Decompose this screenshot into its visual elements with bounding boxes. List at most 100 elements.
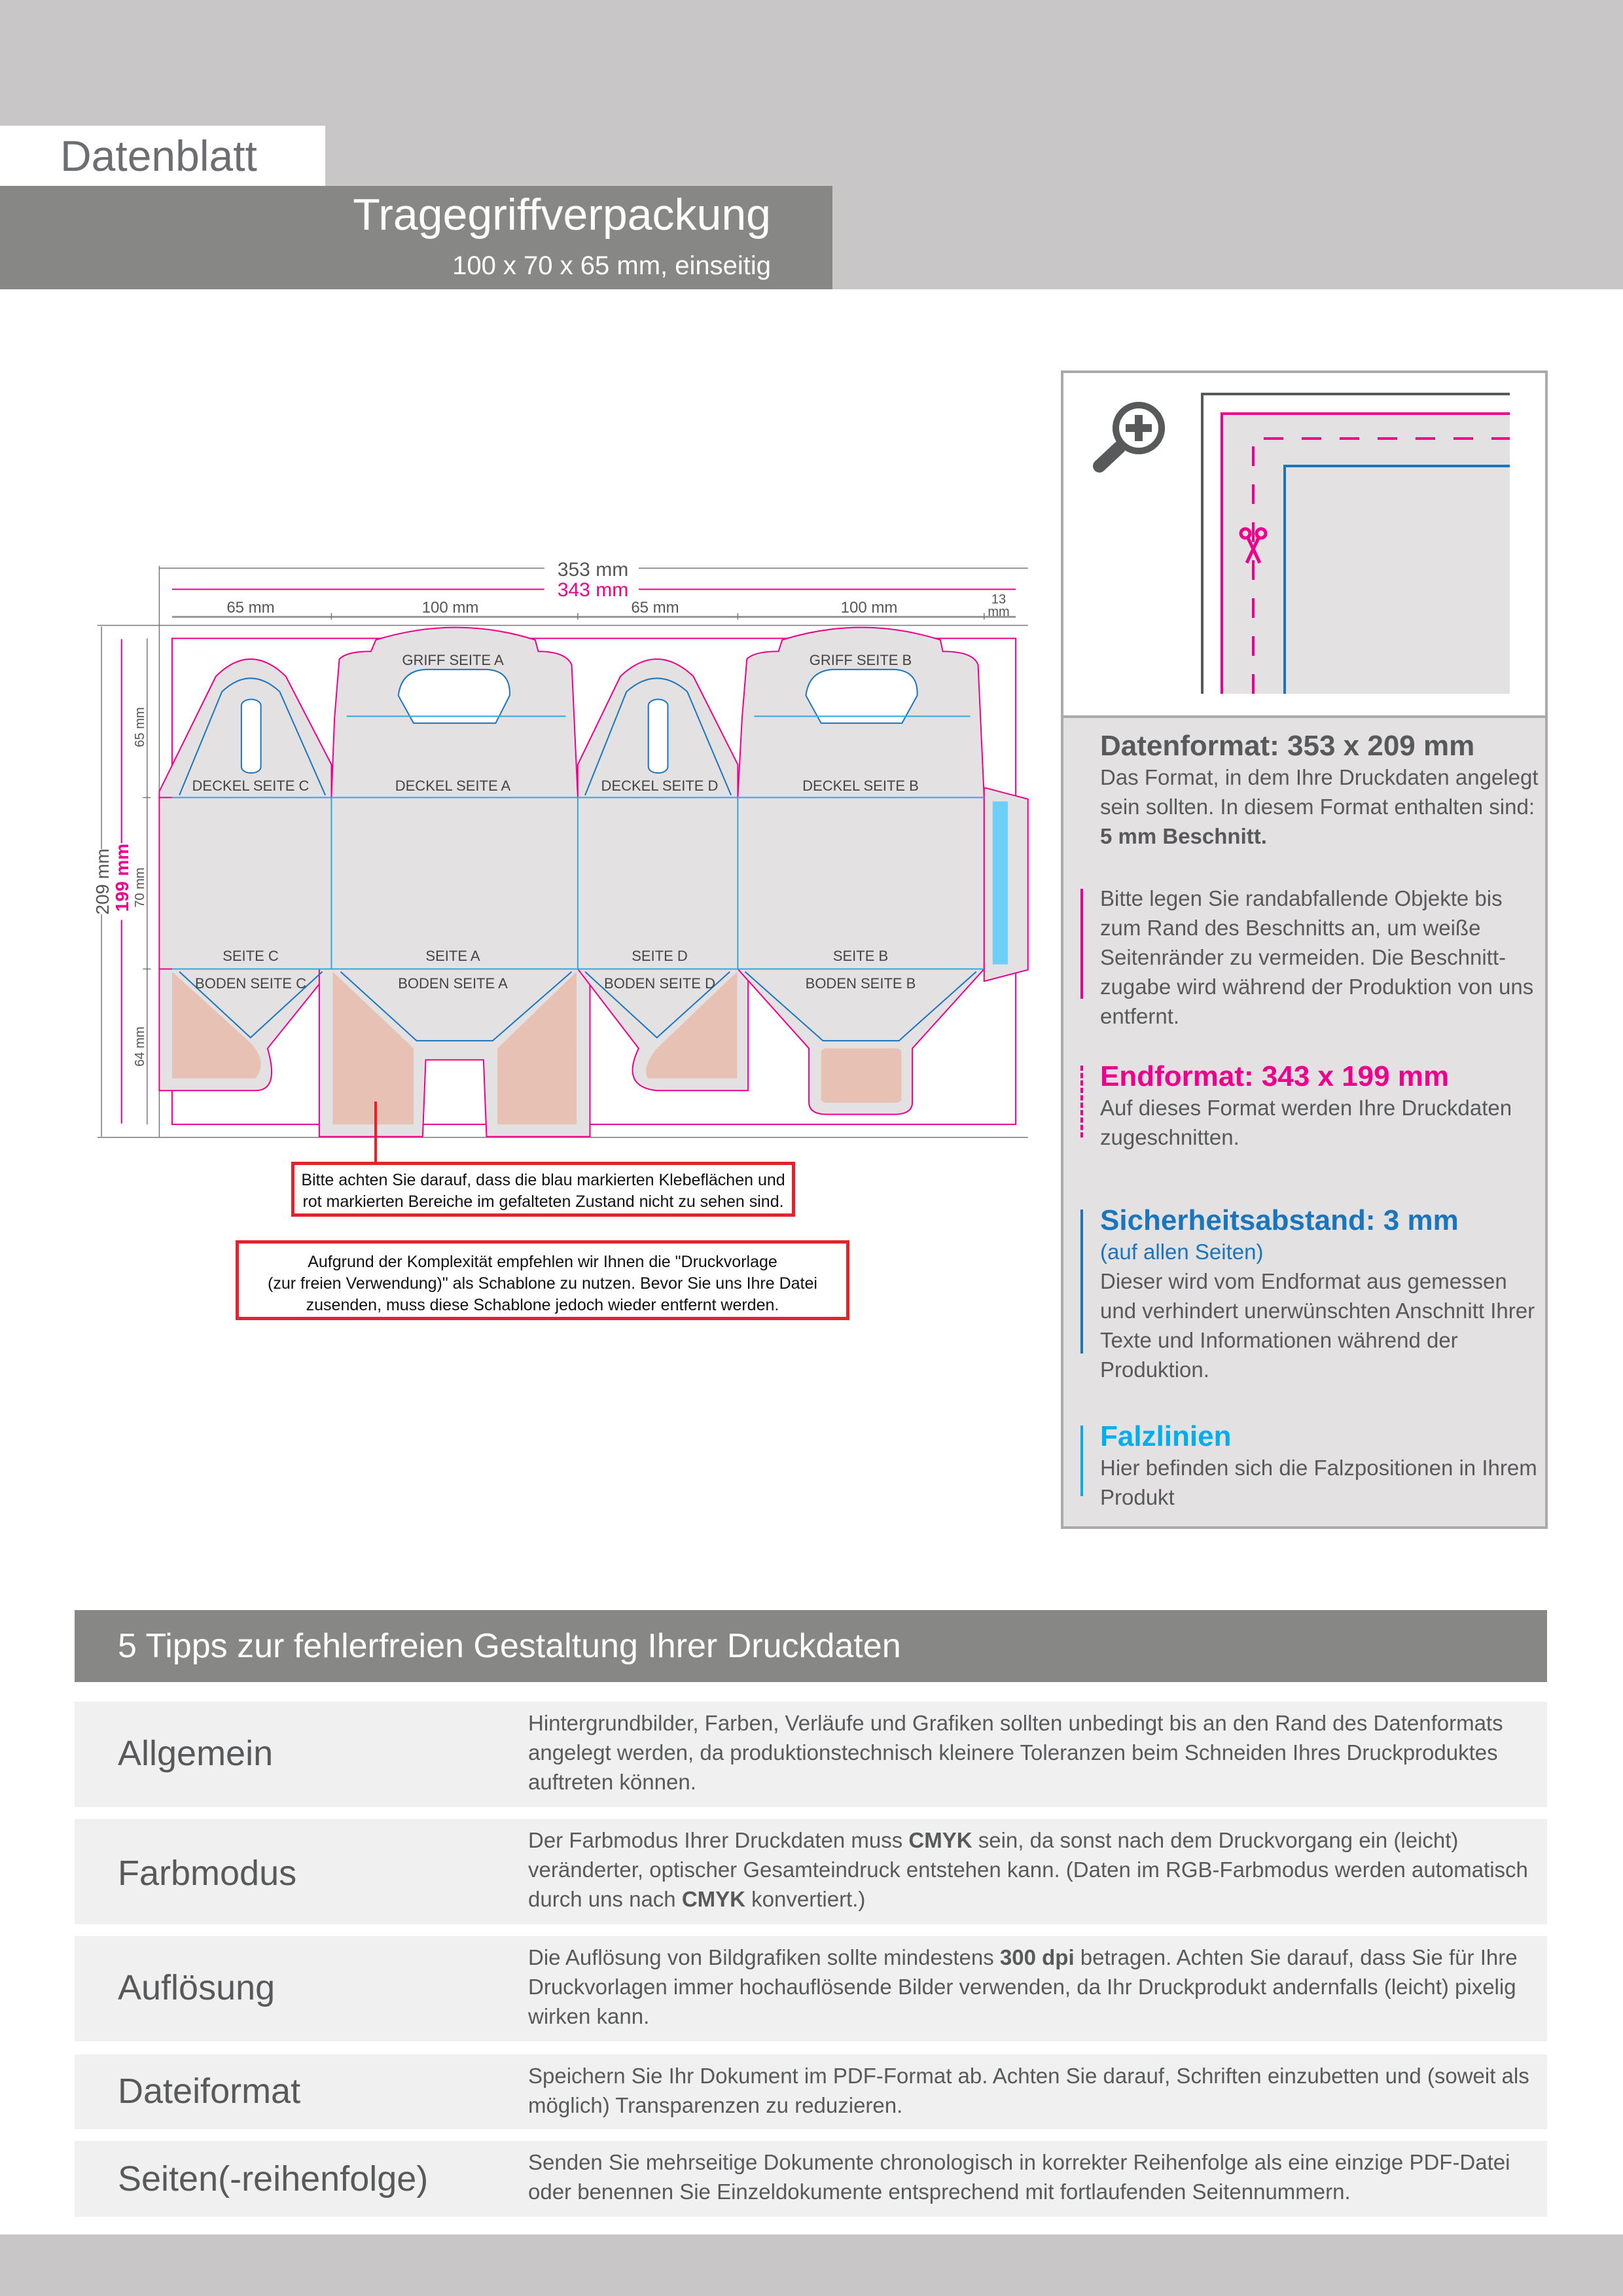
note-template: Aufgrund der Komplexität empfehlen wir I… <box>236 1240 849 1320</box>
dieline-geometry <box>98 566 1028 1138</box>
label-seite-d: SEITE D <box>632 948 688 964</box>
bleed-note-section: Bitte legen Sie randabfallende Objekte b… <box>1080 884 1545 1031</box>
label-boden-c: BODEN SEITE C <box>195 975 306 992</box>
tip-text-part: Der Farbmodus Ihrer Druckdaten muss <box>528 1828 909 1852</box>
label-boden-a: BODEN SEITE A <box>398 975 508 992</box>
note-line: (zur freien Verwendung)" als Schablone z… <box>268 1274 817 1293</box>
trim-bar <box>1080 1066 1083 1138</box>
label-boden-b: BODEN SEITE B <box>806 975 916 992</box>
col-width-label: 65 mm <box>226 599 274 617</box>
label-seite-b: SEITE B <box>833 948 888 964</box>
tip-text-bold: CMYK <box>908 1828 972 1852</box>
fold-bar <box>1080 1426 1083 1496</box>
tip-text: Der Farbmodus Ihrer Druckdaten muss CMYK… <box>528 1825 1536 1914</box>
tip-text-part: Speichern Sie Ihr Dokument im PDF-Format… <box>528 2064 1529 2117</box>
tip-text-part: konvertiert.) <box>745 1887 866 1911</box>
sicherheit-title: Sicherheitsabstand: 3 mm <box>1100 1204 1459 1236</box>
label-deckel-a: DECKEL SEITE A <box>395 778 511 794</box>
product-title: Tragegriffverpackung <box>353 190 771 240</box>
datenformat-bold: 5 mm Beschnitt. <box>1100 824 1267 848</box>
doc-label: Datenblatt <box>0 126 325 186</box>
flap-boden-b <box>738 969 984 1114</box>
endformat-text: Auf dieses Format werden Ihre Druckdaten… <box>1100 1096 1512 1149</box>
note-glue-areas: Bitte achten Sie darauf, dass die blau m… <box>291 1162 795 1217</box>
trim-height-label: 199 mm <box>112 844 132 912</box>
tip-row: Auflösung Die Auflösung von Bildgrafiken… <box>75 1936 1547 2041</box>
col-width-label: 100 mm <box>841 599 898 617</box>
col-width-label: mm <box>988 605 1009 619</box>
col-width-label: 65 mm <box>631 599 679 617</box>
scissors-icon <box>1239 527 1268 564</box>
endformat-section: Endformat: 343 x 199 mm Auf dieses Forma… <box>1080 1060 1545 1152</box>
row-height-label: 64 mm <box>133 1026 147 1066</box>
tip-text-part: sein, da sonst nach dem Druckvorgang ein… <box>528 1828 1528 1911</box>
title-bar: Tragegriffverpackung 100 x 70 x 65 mm, e… <box>0 186 832 289</box>
tip-text-part: Senden Sie mehrseitige Dokumente chronol… <box>528 2150 1510 2204</box>
tip-label: Seiten(-reihenfolge) <box>118 2159 429 2198</box>
falz-section: Falzlinien Hier befinden sich die Falzpo… <box>1080 1420 1545 1512</box>
tip-label: Farbmodus <box>118 1854 297 1893</box>
label-deckel-b: DECKEL SEITE B <box>802 778 919 794</box>
tip-row: Seiten(-reihenfolge) Senden Sie mehrseit… <box>75 2141 1547 2217</box>
label-griff-a: GRIFF SEITE A <box>402 652 504 668</box>
datenformat-section: Datenformat: 353 x 209 mm Das Format, in… <box>1100 730 1545 851</box>
product-subtitle: 100 x 70 x 65 mm, einseitig <box>452 251 771 280</box>
zoom-detail <box>1063 373 1545 718</box>
tips-heading: 5 Tipps zur fehlerfreien Gestaltung Ihre… <box>75 1610 1547 1682</box>
tip-text: Speichern Sie Ihr Dokument im PDF-Format… <box>528 2061 1536 2120</box>
tip-text-bold: CMYK <box>681 1887 745 1911</box>
footer-band <box>0 2234 1623 2296</box>
tip-row: Dateiformat Speichern Sie Ihr Dokument i… <box>75 2054 1547 2129</box>
falz-title: Falzlinien <box>1100 1420 1232 1452</box>
tip-text-bold: 300 dpi <box>999 1945 1075 1969</box>
label-seite-c: SEITE C <box>223 948 279 964</box>
label-seite-a: SEITE A <box>425 948 480 964</box>
safety-lines <box>179 678 976 1041</box>
endformat-title: Endformat: 343 x 199 mm <box>1100 1060 1450 1092</box>
total-height-label: 209 mm <box>92 848 113 914</box>
tip-text: Hintergrundbilder, Farben, Verläufe und … <box>528 1708 1536 1797</box>
note-line: Aufgrund der Komplexität empfehlen wir I… <box>308 1253 777 1271</box>
label-deckel-d: DECKEL SEITE D <box>601 778 719 794</box>
tip-text: Die Auflösung von Bildgrafiken sollte mi… <box>528 1943 1536 2031</box>
label-boden-d: BODEN SEITE D <box>604 975 715 992</box>
tip-text: Senden Sie mehrseitige Dokumente chronol… <box>528 2147 1536 2206</box>
dieline-diagram: 353 mm 343 mm 65 mm 100 mm 65 mm 100 mm … <box>92 559 1034 1152</box>
magnifier-plus-icon <box>1093 402 1165 473</box>
tip-text-part: betragen. Achten Sie darauf, dass Sie fü… <box>528 1945 1518 2028</box>
note-line: rot markierten Bereiche im gefalteten Zu… <box>302 1193 784 1211</box>
datenformat-text: Das Format, in dem Ihre Druckdaten angel… <box>1100 765 1539 819</box>
sicherheit-text: Dieser wird vom Endformat aus gemessen u… <box>1100 1269 1535 1382</box>
sicherheit-sub: (auf allen Seiten) <box>1100 1240 1264 1264</box>
row-height-label: 65 mm <box>133 707 147 747</box>
hidden-areas <box>171 971 902 1124</box>
legend-panel: Datenformat: 353 x 209 mm Das Format, in… <box>1061 370 1548 1529</box>
label-griff-b: GRIFF SEITE B <box>810 652 912 668</box>
falz-text: Hier befinden sich die Falzpositionen in… <box>1100 1456 1537 1509</box>
handle-holes <box>241 670 918 773</box>
tip-row: Allgemein Hintergrundbilder, Farben, Ver… <box>75 1702 1547 1807</box>
corner-detail-illustration <box>1093 393 1510 694</box>
note-pointer <box>374 1102 377 1164</box>
sicherheit-section: Sicherheitsabstand: 3 mm (auf allen Seit… <box>1080 1204 1545 1384</box>
trim-dimension <box>122 589 1016 1124</box>
tip-text-part: Die Auflösung von Bildgrafiken sollte mi… <box>528 1945 1000 1969</box>
tip-label: Dateiformat <box>118 2072 301 2111</box>
total-width-label: 353 mm <box>558 559 628 581</box>
panel-labels: GRIFF SEITE A GRIFF SEITE B DECKEL SEITE… <box>192 652 919 992</box>
trim-width-label: 343 mm <box>558 579 628 601</box>
col-width-label: 100 mm <box>422 599 479 617</box>
tip-label: Auflösung <box>118 1968 276 2007</box>
glue-area <box>992 801 1008 965</box>
col-width-label: 13 <box>991 592 1006 607</box>
note-line: zusenden, muss diese Schablone jedoch wi… <box>306 1296 779 1314</box>
note-line: Bitte achten Sie darauf, dass die blau m… <box>301 1171 785 1189</box>
bleed-note: Bitte legen Sie randabfallende Objekte b… <box>1100 886 1534 1028</box>
body-panels <box>159 798 984 969</box>
fold-lines <box>172 716 984 969</box>
datenformat-title: Datenformat: 353 x 209 mm <box>1100 730 1475 762</box>
label-deckel-c: DECKEL SEITE C <box>192 778 310 794</box>
row-height-label: 70 mm <box>133 867 147 907</box>
tip-label: Allgemein <box>118 1734 274 1773</box>
safety-bar <box>1080 1210 1083 1354</box>
